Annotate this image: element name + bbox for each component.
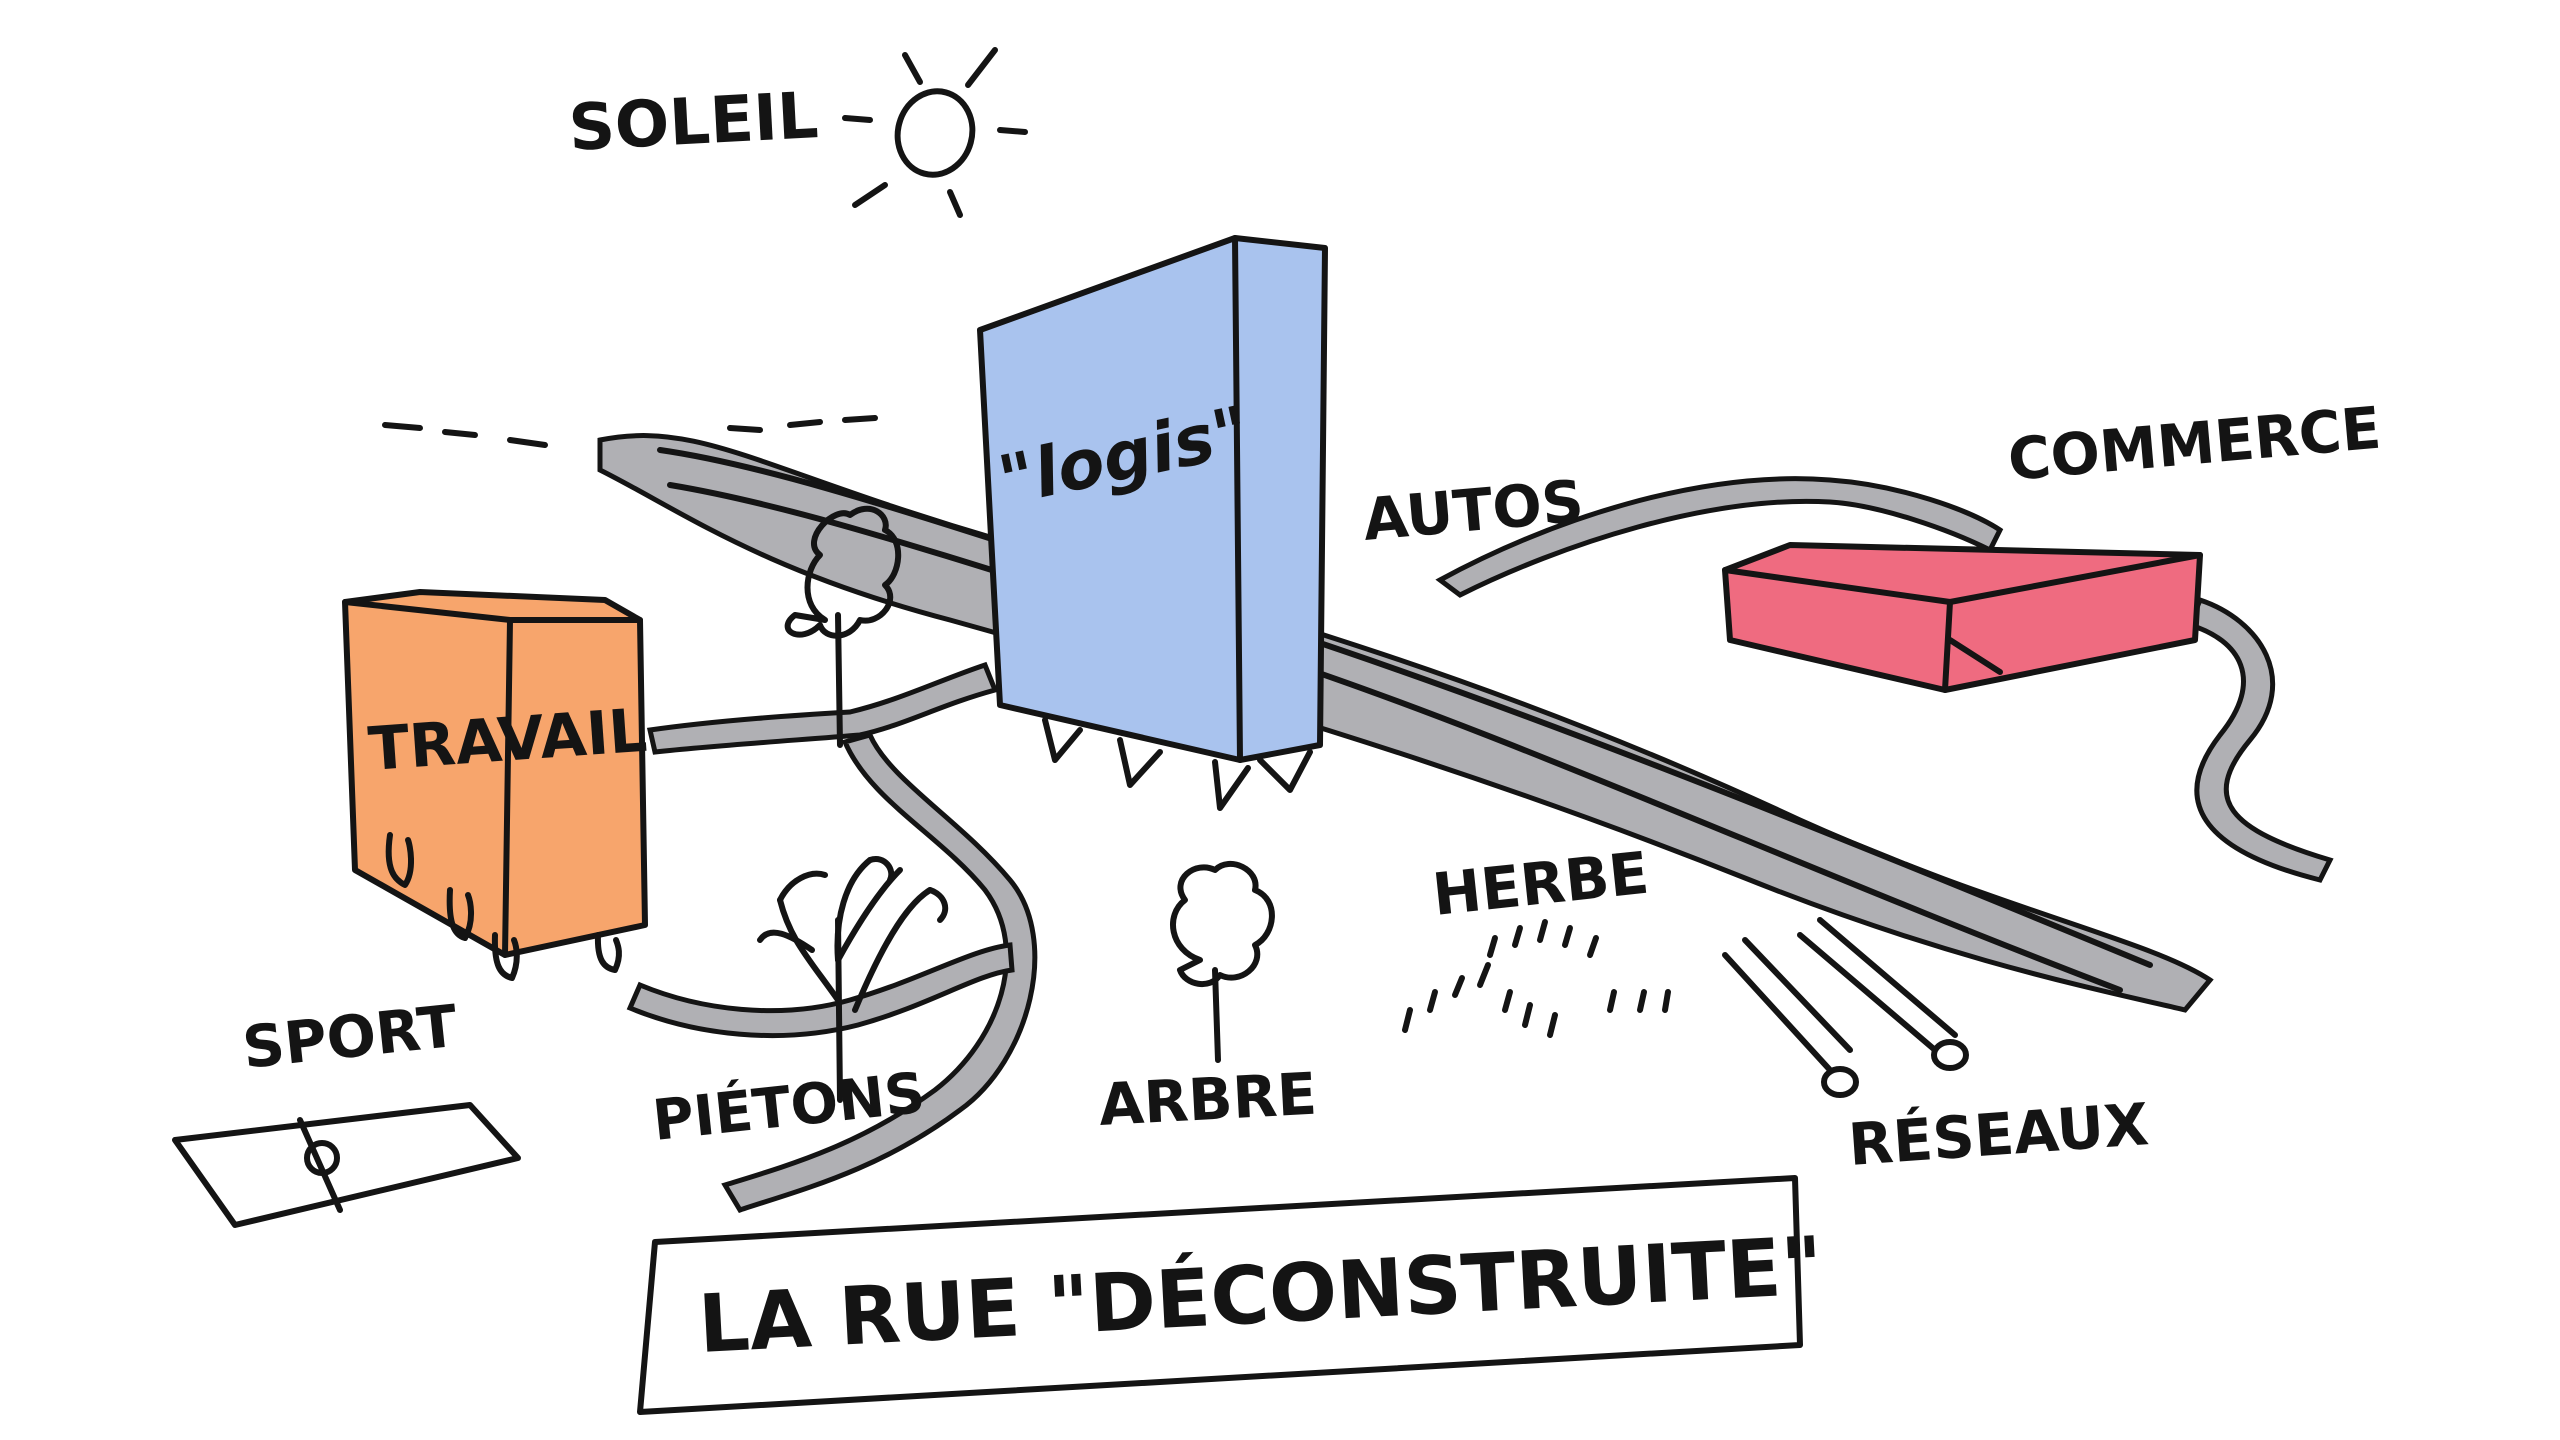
- commerce-road: [1435, 476, 2334, 883]
- network-pipes-icon: [1722, 917, 1969, 1098]
- sport-field: [172, 1102, 521, 1228]
- label-soleil: SOLEIL: [567, 79, 820, 166]
- caption-title: LA RUE "DÉCONSTRUITE": [696, 1218, 1825, 1371]
- grass-marks: [1402, 919, 1671, 1038]
- commerce-building: [1722, 542, 2203, 693]
- logis-building: [977, 235, 1328, 811]
- pedestrian-paths: [626, 661, 1038, 1214]
- travail-building: [342, 589, 648, 981]
- label-reseaux: RÉSEAUX: [1846, 1089, 2151, 1179]
- tree-icon-lower: [1170, 861, 1275, 1063]
- label-arbre: ARBRE: [1097, 1060, 1318, 1139]
- label-herbe: HERBE: [1429, 839, 1652, 929]
- bare-tree-icon: [757, 856, 949, 1103]
- label-commerce: COMMERCE: [2005, 394, 2383, 494]
- dashed-line: [382, 415, 878, 448]
- tree-icon-upper: [784, 505, 902, 748]
- sun-icon: [842, 47, 1028, 218]
- caption-box: [637, 1175, 1803, 1415]
- label-sport: SPORT: [239, 992, 461, 1082]
